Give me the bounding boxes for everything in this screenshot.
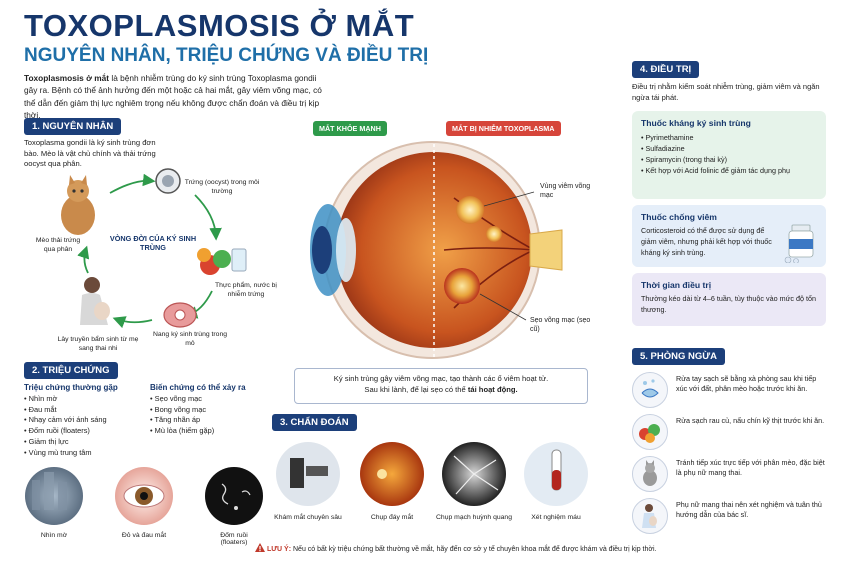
prevention-item-vegetables: Rửa sạch rau củ, nấu chín kỹ thịt trước … bbox=[632, 414, 828, 454]
cycle-step-cyst: Nang ký sinh trùng trong mô bbox=[152, 331, 228, 347]
complication-item: Bong võng mạc bbox=[150, 405, 268, 416]
eye-description-box: Ký sinh trùng gây viêm võng mạc, tạo thà… bbox=[294, 368, 588, 404]
cat-icon bbox=[61, 175, 95, 235]
complications-title: Biến chứng có thể xảy ra bbox=[150, 383, 246, 392]
prevention-text: Tránh tiếp xúc trực tiếp với phân mèo, đ… bbox=[676, 458, 825, 478]
diagnosis-label-angiography: Chụp mạch huỳnh quang bbox=[436, 514, 512, 521]
card-antiinflammatory-title: Thuốc chống viêm bbox=[641, 212, 717, 222]
card-antiinflammatory: Thuốc chống viêm Corticosteroid có thể đ… bbox=[632, 205, 826, 267]
symptom-item: Vùng mù trung tâm bbox=[24, 448, 142, 459]
intro-text: là bệnh nhiễm trùng do ký sinh trùng Tox… bbox=[24, 73, 322, 121]
cycle-arrow-1 bbox=[109, 173, 156, 194]
symptoms-heading: 2. TRIỆU CHỨNG bbox=[24, 362, 118, 379]
complication-item: Mù lòa (hiếm gặp) bbox=[150, 426, 268, 437]
optic-nerve bbox=[529, 229, 563, 271]
intro-paragraph: Toxoplasmosis ở mắt là bệnh nhiễm trùng … bbox=[24, 72, 324, 122]
tissue-cyst-icon bbox=[163, 302, 197, 328]
cycle-arrow-2 bbox=[194, 194, 222, 241]
cycle-arrow-4 bbox=[112, 316, 153, 329]
symptom-item: Nhìn mờ bbox=[24, 394, 142, 405]
diagnosis-label-fundus: Chụp đáy mắt bbox=[370, 514, 414, 521]
complication-item: Sẹo võng mạc bbox=[150, 394, 268, 405]
retina bbox=[336, 152, 532, 348]
eye-description-line1: Ký sinh trùng gây viêm võng mạc, tạo thà… bbox=[333, 374, 549, 383]
active-lesion bbox=[486, 226, 502, 242]
image-label-floaters: Đốm ruồi (floaters) bbox=[220, 532, 248, 546]
symptom-images bbox=[25, 467, 263, 525]
prevention-heading: 5. PHÒNG NGỪA bbox=[632, 348, 726, 365]
retinal-scar bbox=[444, 268, 480, 304]
footer-note: LƯU Ý: Nếu có bất kỳ triệu chứng bất thư… bbox=[255, 543, 656, 553]
symptom-item: Đốm ruồi (floaters) bbox=[24, 426, 142, 437]
treatment-intro: Điều trị nhằm kiểm soát nhiễm trùng, giả… bbox=[632, 82, 820, 102]
prevention-item-pregnant: Phụ nữ mang thai nên xét nghiệm và tuân … bbox=[632, 498, 828, 538]
prevention-text: Rửa tay sạch sẽ bằng xà phòng sau khi ti… bbox=[676, 374, 817, 394]
complication-item: Tăng nhãn áp bbox=[150, 415, 268, 426]
cycle-step-food: Thực phẩm, nước bị nhiễm trứng bbox=[215, 282, 277, 298]
prevention-text: Phụ nữ mang thai nên xét nghiệm và tuân … bbox=[676, 500, 822, 520]
fundus-photo-image bbox=[360, 442, 424, 506]
cause-heading: 1. NGUYÊN NHÂN bbox=[24, 118, 122, 135]
pregnant-woman-icon bbox=[80, 277, 110, 325]
note-text: Nếu có bất kỳ triệu chứng bất thường về … bbox=[291, 546, 657, 553]
handwash-icon bbox=[632, 372, 668, 408]
cat-avoid-icon bbox=[632, 456, 668, 492]
cycle-arrow-5 bbox=[77, 245, 90, 274]
symptom-item: Giảm thị lực bbox=[24, 437, 142, 448]
healthy-eye-tag: MẮT KHỎE MẠNH bbox=[313, 121, 387, 136]
food-water-icon bbox=[197, 248, 247, 275]
life-cycle-diagram bbox=[61, 168, 247, 329]
common-symptoms: Triệu chứng thường gặp Nhìn mờ Đau mắt N… bbox=[24, 383, 142, 458]
oocyst-icon bbox=[155, 168, 181, 194]
warning-icon bbox=[255, 543, 265, 552]
common-symptoms-title: Triệu chứng thường gặp bbox=[24, 383, 118, 392]
active-lesion bbox=[456, 196, 484, 224]
symptom-item: Nhạy cảm với ánh sáng bbox=[24, 415, 142, 426]
page-title: TOXOPLASMOSIS Ở MẮT bbox=[24, 8, 415, 43]
diagnosis-label-blood: Xét nghiệm máu bbox=[531, 514, 581, 521]
eye-description-line2: Sau khi lành, để lại sẹo có thể bbox=[364, 385, 468, 395]
eye-cross-section bbox=[310, 138, 563, 362]
symptom-item: Đau mắt bbox=[24, 405, 142, 416]
card-duration: Thời gian điều trị Thường kéo dài từ 4–6… bbox=[632, 273, 826, 326]
cycle-step-cat: Mèo thải trứng qua phân bbox=[35, 237, 81, 253]
callout-scar: Sẹo võng mạc (sẹo cũ) bbox=[530, 317, 591, 334]
intro-bold: Toxoplasmosis ở mắt bbox=[24, 73, 110, 83]
medicine-bottle-icon bbox=[784, 224, 814, 263]
card-antiinflammatory-text: Corticosteroid có thể được sử dụng để gi… bbox=[641, 226, 772, 257]
cycle-step-congenital: Lây truyền bẩm sinh từ mẹ sang thai nhi bbox=[57, 336, 139, 352]
prevention-item-handwash: Rửa tay sạch sẽ bằng xà phòng sau khi ti… bbox=[632, 372, 828, 412]
drug-item: Kết hợp với Acid folinic để giảm tác dụn… bbox=[641, 165, 817, 176]
card-antiparasitic-title: Thuốc kháng ký sinh trùng bbox=[641, 118, 751, 128]
callout-inflammation: Vùng viêm võng mạc bbox=[540, 183, 591, 200]
complications: Biến chứng có thể xảy ra Sẹo võng mạc Bo… bbox=[150, 383, 268, 437]
card-duration-text: Thường kéo dài từ 4–6 tuần, tùy thuộc và… bbox=[641, 294, 816, 314]
drug-item: Sulfadiazine bbox=[641, 143, 817, 154]
diagnosis-heading: 3. CHẨN ĐOÁN bbox=[272, 414, 357, 431]
drug-item: Spiramycin (trong thai kỳ) bbox=[641, 154, 817, 165]
drug-item: Pyrimethamine bbox=[641, 132, 817, 143]
infected-eye-tag: MẮT BỊ NHIỄM TOXOPLASMA bbox=[446, 121, 561, 136]
eye-description-bold: tái hoạt động. bbox=[467, 385, 518, 395]
vegetables-icon bbox=[632, 414, 668, 450]
diagnosis-images bbox=[276, 442, 588, 506]
card-duration-title: Thời gian điều trị bbox=[641, 280, 712, 290]
image-label-blurred: Nhìn mờ bbox=[40, 532, 68, 539]
prevention-text: Rửa sạch rau củ, nấu chín kỹ thịt trước … bbox=[676, 416, 825, 425]
lens bbox=[336, 218, 356, 282]
card-antiparasitic: Thuốc kháng ký sinh trùng Pyrimethamine … bbox=[632, 111, 826, 199]
prevention-item-cat: Tránh tiếp xúc trực tiếp với phân mèo, đ… bbox=[632, 456, 828, 496]
diagnosis-label-exam: Khám mắt chuyên sâu bbox=[274, 514, 342, 521]
cause-text: Toxoplasma gondii là ký sinh trùng đơn b… bbox=[24, 138, 156, 169]
note-label: LƯU Ý: bbox=[266, 546, 292, 553]
treatment-heading: 4. ĐIỀU TRỊ bbox=[632, 61, 700, 78]
page-subtitle: NGUYÊN NHÂN, TRIỆU CHỨNG VÀ ĐIỀU TRỊ bbox=[24, 45, 429, 66]
floaters-image bbox=[205, 467, 263, 525]
cycle-title: VÒNG ĐỜI CỦA KÝ SINH TRÙNG bbox=[109, 234, 197, 253]
pregnant-woman-icon bbox=[632, 498, 668, 534]
cycle-step-oocyst: Trứng (oocyst) trong môi trường bbox=[184, 179, 260, 195]
image-label-red-eye: Đỏ và đau mắt bbox=[121, 532, 167, 539]
